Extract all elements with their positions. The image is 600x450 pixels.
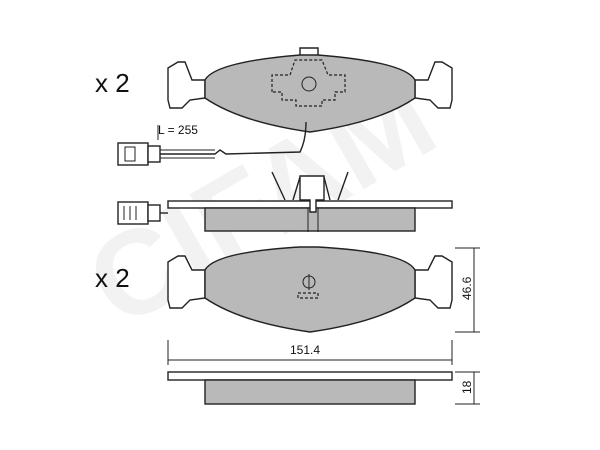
clip-outline [271, 59, 346, 107]
quantity-label-top: x 2 [95, 68, 130, 98]
sensor-connector [117, 142, 149, 166]
dimension-width: 151.4 [167, 340, 453, 365]
side-view-bottom [167, 371, 453, 405]
side-view-top [117, 171, 453, 232]
spring-clip [271, 171, 349, 201]
side-friction-material-bottom [204, 379, 416, 405]
dimension-thickness-label: 18 [460, 380, 474, 394]
retaining-tab [299, 47, 319, 55]
dimension-thickness: 18 [455, 371, 480, 405]
side-connector [117, 201, 149, 225]
wear-sensor: L = 255 [117, 121, 307, 166]
clip-hole [301, 76, 317, 92]
side-backing-plate-bottom [167, 371, 453, 381]
backing-plate-top-right [414, 61, 453, 109]
dimension-height: 46.6 [455, 247, 480, 333]
friction-material-bottom [204, 246, 416, 333]
dimension-height-label: 46.6 [460, 276, 474, 300]
backing-plate-bottom-right [414, 255, 453, 309]
clip-body [299, 175, 325, 213]
sensor-wire [160, 121, 307, 155]
brake-pad-bottom [167, 246, 453, 333]
dimension-width-label: 151.4 [290, 343, 320, 357]
brake-pad-top [167, 47, 453, 133]
pin-marker [297, 292, 319, 299]
wire-length-label: L = 255 [158, 123, 198, 137]
friction-material-top [204, 54, 416, 133]
quantity-label-bottom: x 2 [95, 263, 130, 293]
backing-plate-top [167, 61, 206, 109]
